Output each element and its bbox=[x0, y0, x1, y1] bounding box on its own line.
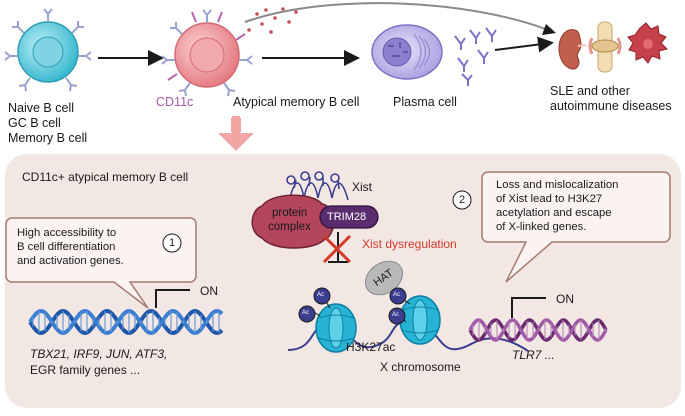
dna-helix-left bbox=[28, 309, 224, 335]
ac-label-1: Ac bbox=[302, 310, 310, 316]
on-label-right: ON bbox=[556, 292, 574, 306]
naive-label-3: Memory B cell bbox=[8, 131, 88, 145]
genes-left-line-2: EGR family genes ... bbox=[30, 363, 141, 377]
atypical-label: Atypical memory B cell bbox=[233, 95, 360, 109]
kidney-icon bbox=[558, 29, 587, 70]
protein-complex bbox=[251, 194, 335, 249]
skin-lesion-icon bbox=[627, 22, 668, 64]
arrow-plasma-to-diseases bbox=[494, 36, 554, 53]
plasma-label: Plasma cell bbox=[393, 95, 457, 109]
ac-label-2: Ac bbox=[317, 292, 325, 298]
nucleosome-right bbox=[399, 295, 441, 345]
promoter-on-left bbox=[155, 289, 190, 308]
bubble2-line-2: of Xist lead to H3K27 bbox=[496, 193, 603, 205]
cd11c-label: CD11c bbox=[156, 95, 194, 109]
x-chromosome-label: X chromosome bbox=[380, 360, 461, 374]
bubble1-line-1: High accessibility to bbox=[17, 227, 117, 239]
bubble2-line-4: of X-linked genes. bbox=[496, 221, 587, 233]
arrow-atypical-to-diseases bbox=[244, 2, 549, 31]
naive-label-1: Naive B cell bbox=[8, 101, 74, 115]
trim28-label: TRIM28 bbox=[327, 211, 367, 223]
callout-bubble-2 bbox=[452, 171, 671, 283]
genes-left-line-1: TBX21, IRF9, JUN, ATF3, bbox=[30, 347, 168, 361]
bubble2-line-3: acetylation and escape bbox=[496, 207, 612, 219]
protein-complex-line-2: complex bbox=[268, 221, 311, 233]
h3k27ac-label: H3K27ac bbox=[346, 340, 396, 354]
down-arrow-stem bbox=[231, 118, 241, 132]
naive-b-cell bbox=[4, 8, 92, 92]
ac-label-3: Ac bbox=[393, 292, 401, 298]
plasma-cell bbox=[371, 24, 443, 80]
xist-label: Xist bbox=[352, 180, 373, 194]
trim28 bbox=[319, 205, 379, 229]
disease-label-2: autoimmune diseases bbox=[550, 99, 672, 113]
joint-icon bbox=[588, 21, 622, 73]
protein-complex-line-1: protein bbox=[272, 207, 308, 219]
nucleosome-left bbox=[315, 303, 357, 353]
dna-helix-right bbox=[468, 318, 608, 342]
promoter-on-right bbox=[511, 297, 546, 318]
red-x-icon bbox=[322, 234, 352, 264]
callout-bubble-1 bbox=[5, 217, 197, 309]
bubble2-line-1: Loss and mislocalization bbox=[496, 179, 619, 191]
secreted-antibody-dots bbox=[247, 7, 298, 34]
down-arrow bbox=[218, 116, 254, 151]
bubble1-line-2: B cell differentiation bbox=[17, 241, 116, 253]
bubble1-number: 1 bbox=[169, 237, 176, 249]
acetyl-marks bbox=[298, 287, 411, 325]
arrowhead-diseases bbox=[542, 24, 556, 35]
on-label-left: ON bbox=[200, 284, 218, 298]
bubble1-line-3: and activation genes. bbox=[17, 255, 124, 267]
panel-title: CD11c+ atypical memory B cell bbox=[22, 170, 189, 184]
ac-label-4: Ac bbox=[392, 312, 400, 318]
xist-rna bbox=[286, 171, 349, 201]
xist-dysregulation-label: Xist dysregulation bbox=[362, 237, 457, 251]
atypical-memory-b-cell bbox=[161, 9, 253, 97]
naive-label-2: GC B cell bbox=[8, 116, 61, 130]
tlr7-label: TLR7 ... bbox=[512, 348, 555, 362]
antibodies bbox=[454, 27, 497, 86]
bubble2-number: 2 bbox=[459, 194, 466, 206]
disease-label-1: SLE and other bbox=[550, 84, 630, 98]
